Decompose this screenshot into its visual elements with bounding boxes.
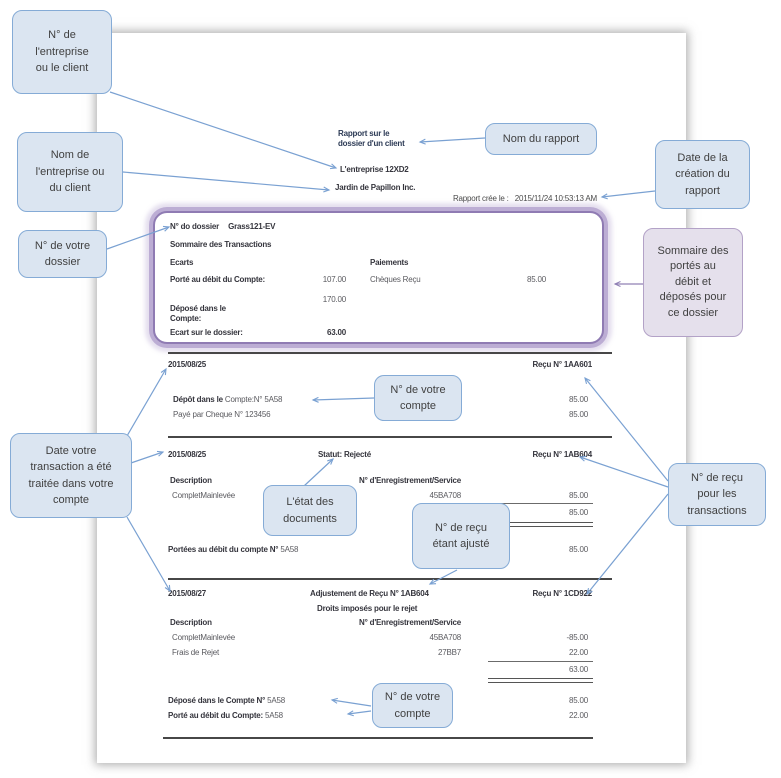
summary-paiement-value: 85.00 [526, 275, 546, 284]
section2-row-service: 45BA708 [429, 491, 461, 500]
section3-date: 2015/08/27 [168, 589, 207, 598]
section2-row-desc: CompletMainlevée [172, 491, 236, 500]
section3-row2-service: 27BB7 [437, 648, 461, 657]
summary-ecart-label: Ecart sur le dossier: [170, 328, 243, 337]
summary-debit-value: 107.00 [322, 275, 346, 284]
section3-service-header: N° d'Enregistrement/Service [359, 618, 461, 627]
summary-debit-label: Porté au débit du Compte: [170, 275, 266, 284]
callout-dossier-number: N° de votre dossier [18, 230, 107, 278]
callout-transaction-date: Date votre transaction a été traitée dan… [10, 433, 132, 518]
section2-receipt-number: Reçu N° 1AB604 [532, 450, 592, 459]
section2-debit-amount: 85.00 [568, 545, 588, 554]
summary-paiement-label: Chèques Reçu [370, 275, 421, 284]
report-created-line: Rapport crée le : 2015/11/24 10:53:13 AM [453, 194, 597, 204]
summary-ecart-value: 63.00 [326, 328, 346, 337]
debit-label: 5A58 [278, 545, 299, 554]
section3-row2-desc: Frais de Rejet [172, 648, 219, 657]
callout-doc-state: L'état des documents [263, 485, 357, 536]
report-title: Rapport sur le dossier d'un client [338, 129, 405, 148]
divider-rule [168, 352, 612, 354]
total-rule [488, 661, 593, 662]
section3-adjustment-title: Adjustement de Reçu N° 1AB604 [310, 589, 429, 598]
section1-date: 2015/08/25 [168, 360, 207, 369]
double-rule [488, 522, 593, 527]
divider-rule [168, 578, 612, 580]
summary-ecarts-header: Ecarts [170, 258, 194, 267]
footer-debit-line: Porté au débit du Compte: 5A58 [168, 711, 283, 721]
callout-summary: Sommaire des portés au débit et déposés … [643, 228, 743, 337]
footer-deposit-label-bold: Déposé dans le Compte N° [168, 696, 266, 705]
report-company-name: Jardin de Papillon Inc. [335, 183, 416, 192]
callout-account-top: N° de votre compte [374, 375, 462, 421]
debit-label-bold: Portées au débit du compte N° [168, 545, 279, 554]
section1-deposit-line: Dépôt dans le Compte:N° 5A58 [173, 395, 282, 405]
section3-subtitle: Droits imposés pour le rejet [317, 604, 418, 613]
summary-dossier-line: N° do dossier Grass121-EV [170, 222, 275, 232]
section2-row-amount: 85.00 [568, 491, 588, 500]
footer-deposit-line: Déposé dans le Compte N° 5A58 [168, 696, 285, 706]
section1-cheque-line: Payé par Cheque N° 123456 [173, 410, 271, 419]
summary-deposit-label: Déposé dans le Compte: [170, 304, 226, 323]
section2-service-header: N° d'Enregistrement/Service [359, 476, 461, 485]
transactions-summary-box: N° do dossier Grass121-EV Sommaire des T… [153, 211, 604, 344]
section3-row1-amount: -85.00 [566, 633, 589, 642]
footer-debit-label-bold: Porté au débit du Compte: [168, 711, 264, 720]
callout-report-name: Nom du rapport [485, 123, 597, 155]
footer-debit-label: 5A58 [263, 711, 283, 720]
section3-receipt-number: Reçu N° 1CD922 [532, 589, 592, 598]
divider-rule [168, 436, 612, 438]
footer-deposit-amount: 85.00 [568, 696, 588, 705]
section2-date: 2015/08/25 [168, 450, 207, 459]
callout-report-date: Date de la création du rapport [655, 140, 750, 209]
double-rule [488, 678, 593, 683]
callout-adjusted-receipt: N° de reçu étant ajusté [412, 503, 510, 569]
divider-rule [163, 737, 593, 739]
deposit-label-bold: Dépôt dans le [173, 395, 225, 404]
report-created-label: Rapport crée le : [452, 194, 509, 203]
subtotal-rule [488, 503, 593, 504]
section2-debit-line: Portées au débit du compte N° 5A58 [168, 545, 298, 555]
summary-dossier-number: Grass121-EV [228, 222, 276, 231]
section1-deposit-amount: 85.00 [568, 395, 588, 404]
section3-row1-desc: CompletMainlevée [172, 633, 236, 642]
section3-row1-service: 45BA708 [429, 633, 461, 642]
report-company-number: L'entreprise 12XD2 [340, 165, 409, 174]
callout-receipt-numbers: N° de reçu pour les transactions [668, 463, 766, 526]
section1-receipt-number: Reçu N° 1AA601 [532, 360, 592, 369]
footer-debit-amount: 22.00 [568, 711, 588, 720]
deposit-label: Compte:N° 5A58 [224, 395, 283, 404]
summary-deposit-value: 170.00 [322, 295, 346, 304]
section2-description-header: Description [170, 476, 212, 485]
footer-deposit-label: 5A58 [265, 696, 286, 705]
callout-company-number: N° de l'entreprise ou le client [12, 10, 112, 94]
section2-status: Statut: Rejecté [318, 450, 372, 459]
section3-total: 63.00 [568, 665, 588, 674]
summary-title: Sommaire des Transactions [170, 240, 272, 249]
section3-row2-amount: 22.00 [568, 648, 588, 657]
section2-subtotal: 85.00 [568, 508, 588, 517]
summary-dossier-label: N° do dossier [170, 222, 220, 231]
report-created-datetime: 2015/11/24 10:53:13 AM [514, 194, 597, 203]
section3-description-header: Description [170, 618, 212, 627]
callout-account-bottom: N° de votre compte [372, 683, 453, 728]
callout-company-name: Nom de l'entreprise ou du client [17, 132, 123, 212]
section1-cheque-amount: 85.00 [568, 410, 588, 419]
summary-paiements-header: Paiements [370, 258, 409, 267]
